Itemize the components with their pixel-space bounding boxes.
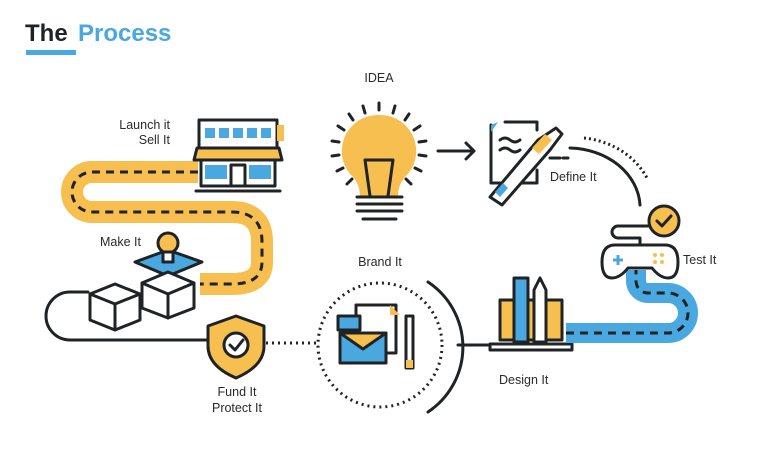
game-controller-icon [600, 204, 681, 280]
shield-icon [206, 314, 266, 380]
design-tools-icon [488, 276, 574, 352]
arrow-right-icon [436, 141, 476, 161]
title-process: Process [78, 20, 171, 47]
label-design: Design It [499, 373, 549, 387]
label-define: Define It [550, 170, 597, 184]
lightbulb-icon [330, 101, 428, 221]
boxes-icon [88, 231, 204, 332]
label-make: Make It [100, 235, 142, 249]
label-launch: Launch it [119, 118, 170, 132]
title-underline [26, 50, 76, 55]
title-the: The [25, 20, 68, 47]
path-line-fund [44, 290, 208, 342]
dotted-arc [583, 136, 650, 181]
label-test: Test It [683, 253, 717, 267]
store-icon [192, 118, 284, 193]
label-sell: Sell It [139, 133, 171, 147]
yellow-road [61, 161, 273, 295]
brand-icon [316, 280, 465, 414]
label-brand: Brand It [358, 255, 402, 269]
arc-define-test [568, 146, 642, 207]
label-fund: Fund It [218, 385, 257, 399]
label-protect: Protect It [212, 401, 263, 415]
blue-road [566, 270, 698, 343]
document-pen-icon [488, 120, 570, 207]
label-idea: IDEA [364, 71, 394, 85]
